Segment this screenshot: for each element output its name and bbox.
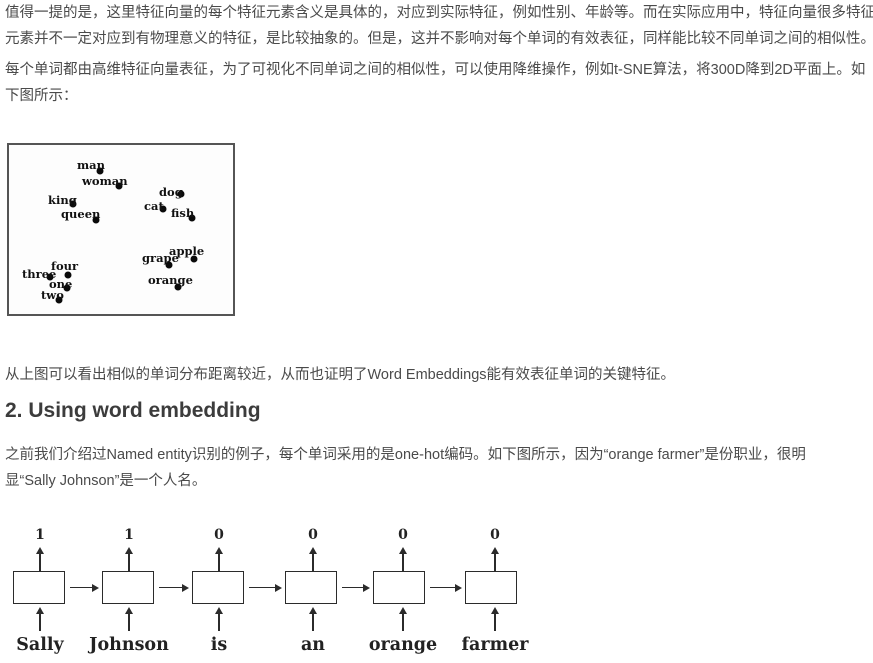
input-word-label: is [210,635,228,655]
rnn-box-Sally [13,571,65,604]
text-line: 每个单词都由高维特征向量表征，为了可视化不同单词之间的相似性，可以使用降维操作，… [5,62,866,78]
rnn-box-is [192,571,244,604]
scatter-dot-one [63,284,71,292]
paragraph-figure-conclusion: 从上图可以看出相似的单词分布距离较近，从而也证明了Word Embeddings… [5,362,873,388]
connector-line [430,586,455,588]
connector-arrowhead-icon [455,583,462,592]
text-line: 从上图可以看出相似的单词分布距离较近，从而也证明了Word Embeddings… [5,367,676,383]
scatter-dot-apple [190,255,198,263]
scatter-label-four: four [51,259,79,273]
scatter-dot-grape [165,261,173,269]
scatter-dot-three [46,273,54,281]
scatter-dot-dog [177,190,185,198]
input-arrowhead-icon [309,607,317,614]
rnn-box-farmer [465,571,517,604]
paragraph-ner-example: 之前我们介绍过Named entity识别的例子，每个单词采用的是one-hot… [5,442,873,494]
scatter-label-fish: fish [171,206,195,220]
scatter-label-grape: grape [142,251,179,265]
text-line: 下图所示： [5,88,78,104]
input-arrowhead-icon [36,607,44,614]
input-word-label: Sally [16,635,64,655]
scatter-label-two: two [41,288,64,302]
text-line: 之前我们介绍过Named entity识别的例子，每个单词采用的是one-hot… [5,447,806,463]
input-arrowhead-icon [491,607,499,614]
scatter-label-cat: cat [144,199,164,213]
connector-line [159,586,182,588]
input-arrow-line [39,614,41,631]
scatter-dot-cat [159,205,167,213]
scatter-label-apple: apple [169,244,205,258]
input-arrowhead-icon [399,607,407,614]
input-arrow-line [218,614,220,631]
scatter-label-man: man [77,158,105,172]
rnn-box-an [285,571,337,604]
scatter-dot-king [69,200,77,208]
connector-arrowhead-icon [182,583,189,592]
input-arrow-line [128,614,130,631]
input-arrowhead-icon [125,607,133,614]
rnn-box-Johnson [102,571,154,604]
connector-arrowhead-icon [363,583,370,592]
scatter-label-one: one [49,277,73,291]
input-word-label: orange [368,635,438,655]
output-arrow-line [494,554,496,571]
connector-line [70,586,92,588]
input-word-label: an [300,635,326,655]
paragraph-tsne-intro: 每个单词都由高维特征向量表征，为了可视化不同单词之间的相似性，可以使用降维操作，… [5,57,873,109]
output-arrowhead-icon [36,547,44,554]
input-word-label: farmer [461,635,529,655]
input-arrow-line [402,614,404,631]
connector-line [342,586,363,588]
scatter-dot-two [55,296,63,304]
output-arrow-line [312,554,314,571]
input-word-label: Johnson [89,635,169,655]
connector-arrowhead-icon [92,583,99,592]
scatter-dot-four [64,271,72,279]
output-arrowhead-icon [491,547,499,554]
text-line: 显“Sally Johnson”是一个人名。 [5,473,207,489]
input-arrow-line [494,614,496,631]
scatter-dot-fish [188,214,196,222]
scatter-label-orange: orange [148,273,193,287]
output-value-label: 0 [398,527,408,543]
scatter-label-woman: woman [82,174,128,188]
scatter-dot-orange [174,283,182,291]
output-arrowhead-icon [215,547,223,554]
output-arrow-line [128,554,130,571]
output-arrow-line [402,554,404,571]
output-value-label: 0 [490,527,500,543]
scatter-label-dog: dog [159,185,183,199]
connector-arrowhead-icon [275,583,282,592]
scatter-dot-queen [92,216,100,224]
text-line: 元素并不一定对应到有物理意义的特征，是比较抽象的。但是，这并不影响对每个单词的有… [5,31,873,47]
section-heading: 2. Using word embedding [5,399,261,422]
scatter-label-three: three [22,267,57,281]
scatter-label-king: king [48,193,77,207]
text-line: 值得一提的是，这里特征向量的每个特征元素含义是具体的，对应到实际特征，例如性别、… [5,5,873,21]
output-value-label: 0 [214,527,224,543]
output-value-label: 1 [35,527,45,543]
output-value-label: 1 [124,527,134,543]
rnn-box-orange [373,571,425,604]
output-arrow-line [39,554,41,571]
output-arrowhead-icon [309,547,317,554]
input-arrowhead-icon [215,607,223,614]
output-arrow-line [218,554,220,571]
connector-line [249,586,275,588]
paragraph-feature-vector: 值得一提的是，这里特征向量的每个特征元素含义是具体的，对应到实际特征，例如性别、… [5,0,873,52]
scatter-label-queen: queen [61,207,101,221]
input-arrow-line [312,614,314,631]
output-arrowhead-icon [399,547,407,554]
scatter-dot-woman [115,182,123,190]
scatter-dot-man [96,167,104,175]
output-arrowhead-icon [125,547,133,554]
output-value-label: 0 [308,527,318,543]
